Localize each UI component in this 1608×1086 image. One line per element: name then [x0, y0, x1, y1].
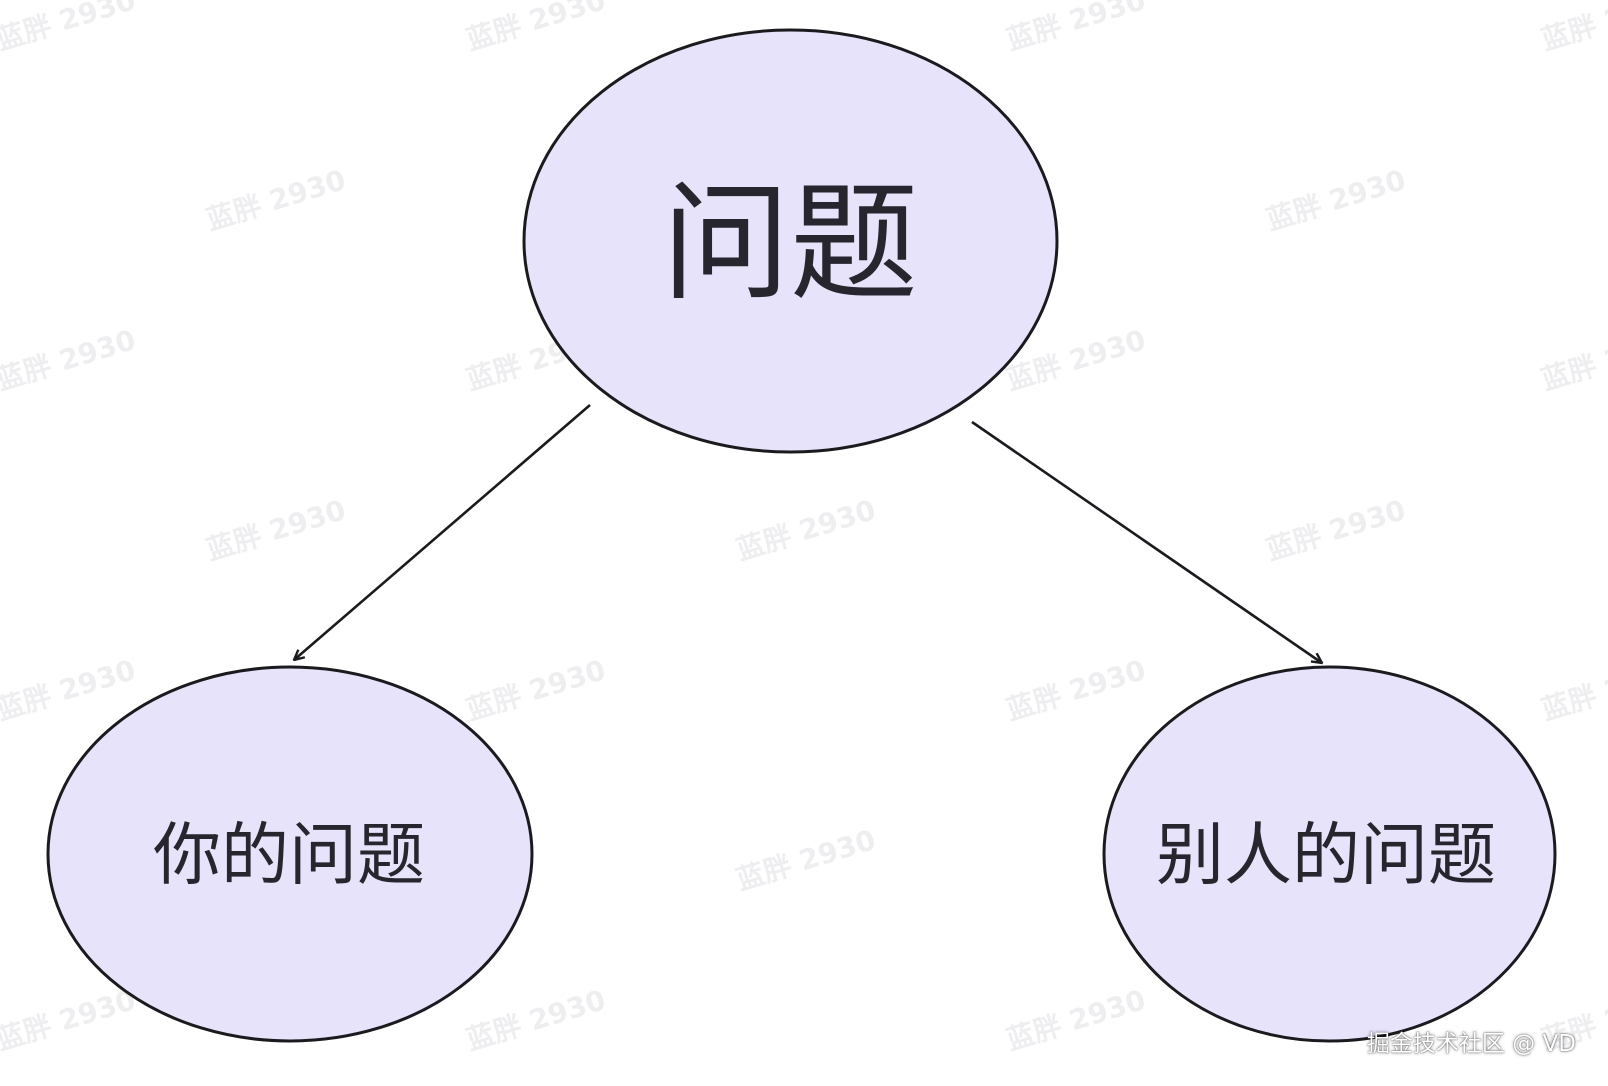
node-yours-label: 你的问题	[153, 817, 425, 896]
watermark-text: 蓝胖 2930	[1262, 163, 1409, 237]
node-others[interactable]: 别人的问题	[1102, 665, 1557, 1043]
watermark-text: 蓝胖 2930	[1002, 983, 1149, 1057]
watermark-text: 蓝胖 2930	[1002, 653, 1149, 727]
watermark-text: 蓝胖 2930	[0, 0, 139, 57]
watermark-text: 蓝胖 2930	[462, 0, 609, 57]
edge-root-to-yours	[294, 404, 591, 660]
watermark-text: 蓝胖 2930	[1537, 653, 1608, 727]
watermark-text: 蓝胖 2930	[732, 493, 879, 567]
watermark-text: 蓝胖 2930	[1537, 0, 1608, 57]
watermark-text: 蓝胖 2930	[1002, 0, 1149, 57]
node-root[interactable]: 问题	[522, 28, 1059, 454]
watermark-text: 蓝胖 2930	[202, 163, 349, 237]
node-others-label: 别人的问题	[1156, 817, 1496, 896]
watermark-text: 蓝胖 2930	[1262, 493, 1409, 567]
edge-root-to-others	[971, 420, 1322, 663]
watermark-text: 蓝胖 2930	[732, 823, 879, 897]
watermark-text: 蓝胖 2930	[202, 493, 349, 567]
node-root-label: 问题	[662, 170, 918, 319]
watermark-text: 蓝胖 2930	[462, 653, 609, 727]
watermark-text: 蓝胖 2930	[0, 653, 139, 727]
footer-credit: 掘金技术社区 @ VD	[1366, 1031, 1576, 1057]
watermark-text: 蓝胖 2930	[0, 323, 139, 397]
watermark-text: 蓝胖 2930	[1537, 323, 1608, 397]
watermark-text: 蓝胖 2930	[0, 983, 139, 1057]
watermark-text: 蓝胖 2930	[462, 983, 609, 1057]
node-yours[interactable]: 你的问题	[46, 665, 534, 1043]
